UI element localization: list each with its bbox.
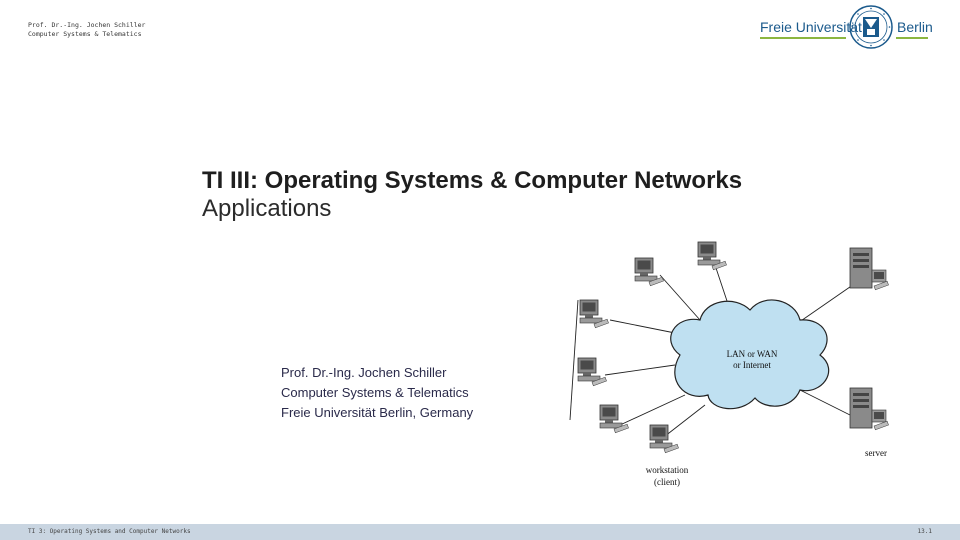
footer-page-number: 13.1 (917, 528, 932, 535)
university-logo: Freie Universität Berlin (760, 4, 933, 52)
workstation-icon (579, 299, 610, 329)
logo-underline-left (760, 37, 846, 39)
footer-bar: TI 3: Operating Systems and Computer Net… (0, 524, 960, 540)
workstation-label: workstation (646, 465, 689, 475)
cloud-label-2: or Internet (733, 360, 771, 370)
server-label: server (865, 448, 887, 458)
footer-course: TI 3: Operating Systems and Computer Net… (28, 528, 191, 535)
server-icon (849, 247, 890, 291)
header-group-line: Computer Systems & Telematics (28, 30, 142, 38)
author-group: Computer Systems & Telematics (281, 385, 469, 400)
workstation-icon (599, 404, 630, 434)
author-institution: Freie Universität Berlin, Germany (281, 405, 474, 420)
header-author-info: Prof. Dr.-Ing. Jochen Schiller Computer … (28, 21, 145, 39)
workstation-icon (634, 257, 665, 287)
slide-title-block: TI III: Operating Systems & Computer Net… (202, 167, 742, 223)
header-author-line: Prof. Dr.-Ing. Jochen Schiller (28, 21, 146, 29)
university-seal-icon (849, 5, 893, 49)
client-label: (client) (654, 477, 680, 487)
author-name: Prof. Dr.-Ing. Jochen Schiller (281, 365, 447, 380)
logo-word-right: Berlin (897, 19, 933, 35)
logo-word-left: Freie Universität (760, 19, 862, 35)
network-diagram: LAN or WAN or Internet workstation (clie… (569, 241, 890, 487)
workstation-icon (577, 357, 608, 387)
slide-title: TI III: Operating Systems & Computer Net… (202, 167, 743, 194)
network-cloud (670, 299, 830, 410)
server-icon (849, 387, 890, 431)
logo-underline-right (896, 37, 928, 39)
workstation-icon (697, 241, 728, 271)
slide-subtitle: Applications (202, 195, 332, 222)
author-block: Prof. Dr.-Ing. Jochen Schiller Computer … (281, 363, 473, 423)
cloud-label-1: LAN or WAN (727, 349, 778, 359)
